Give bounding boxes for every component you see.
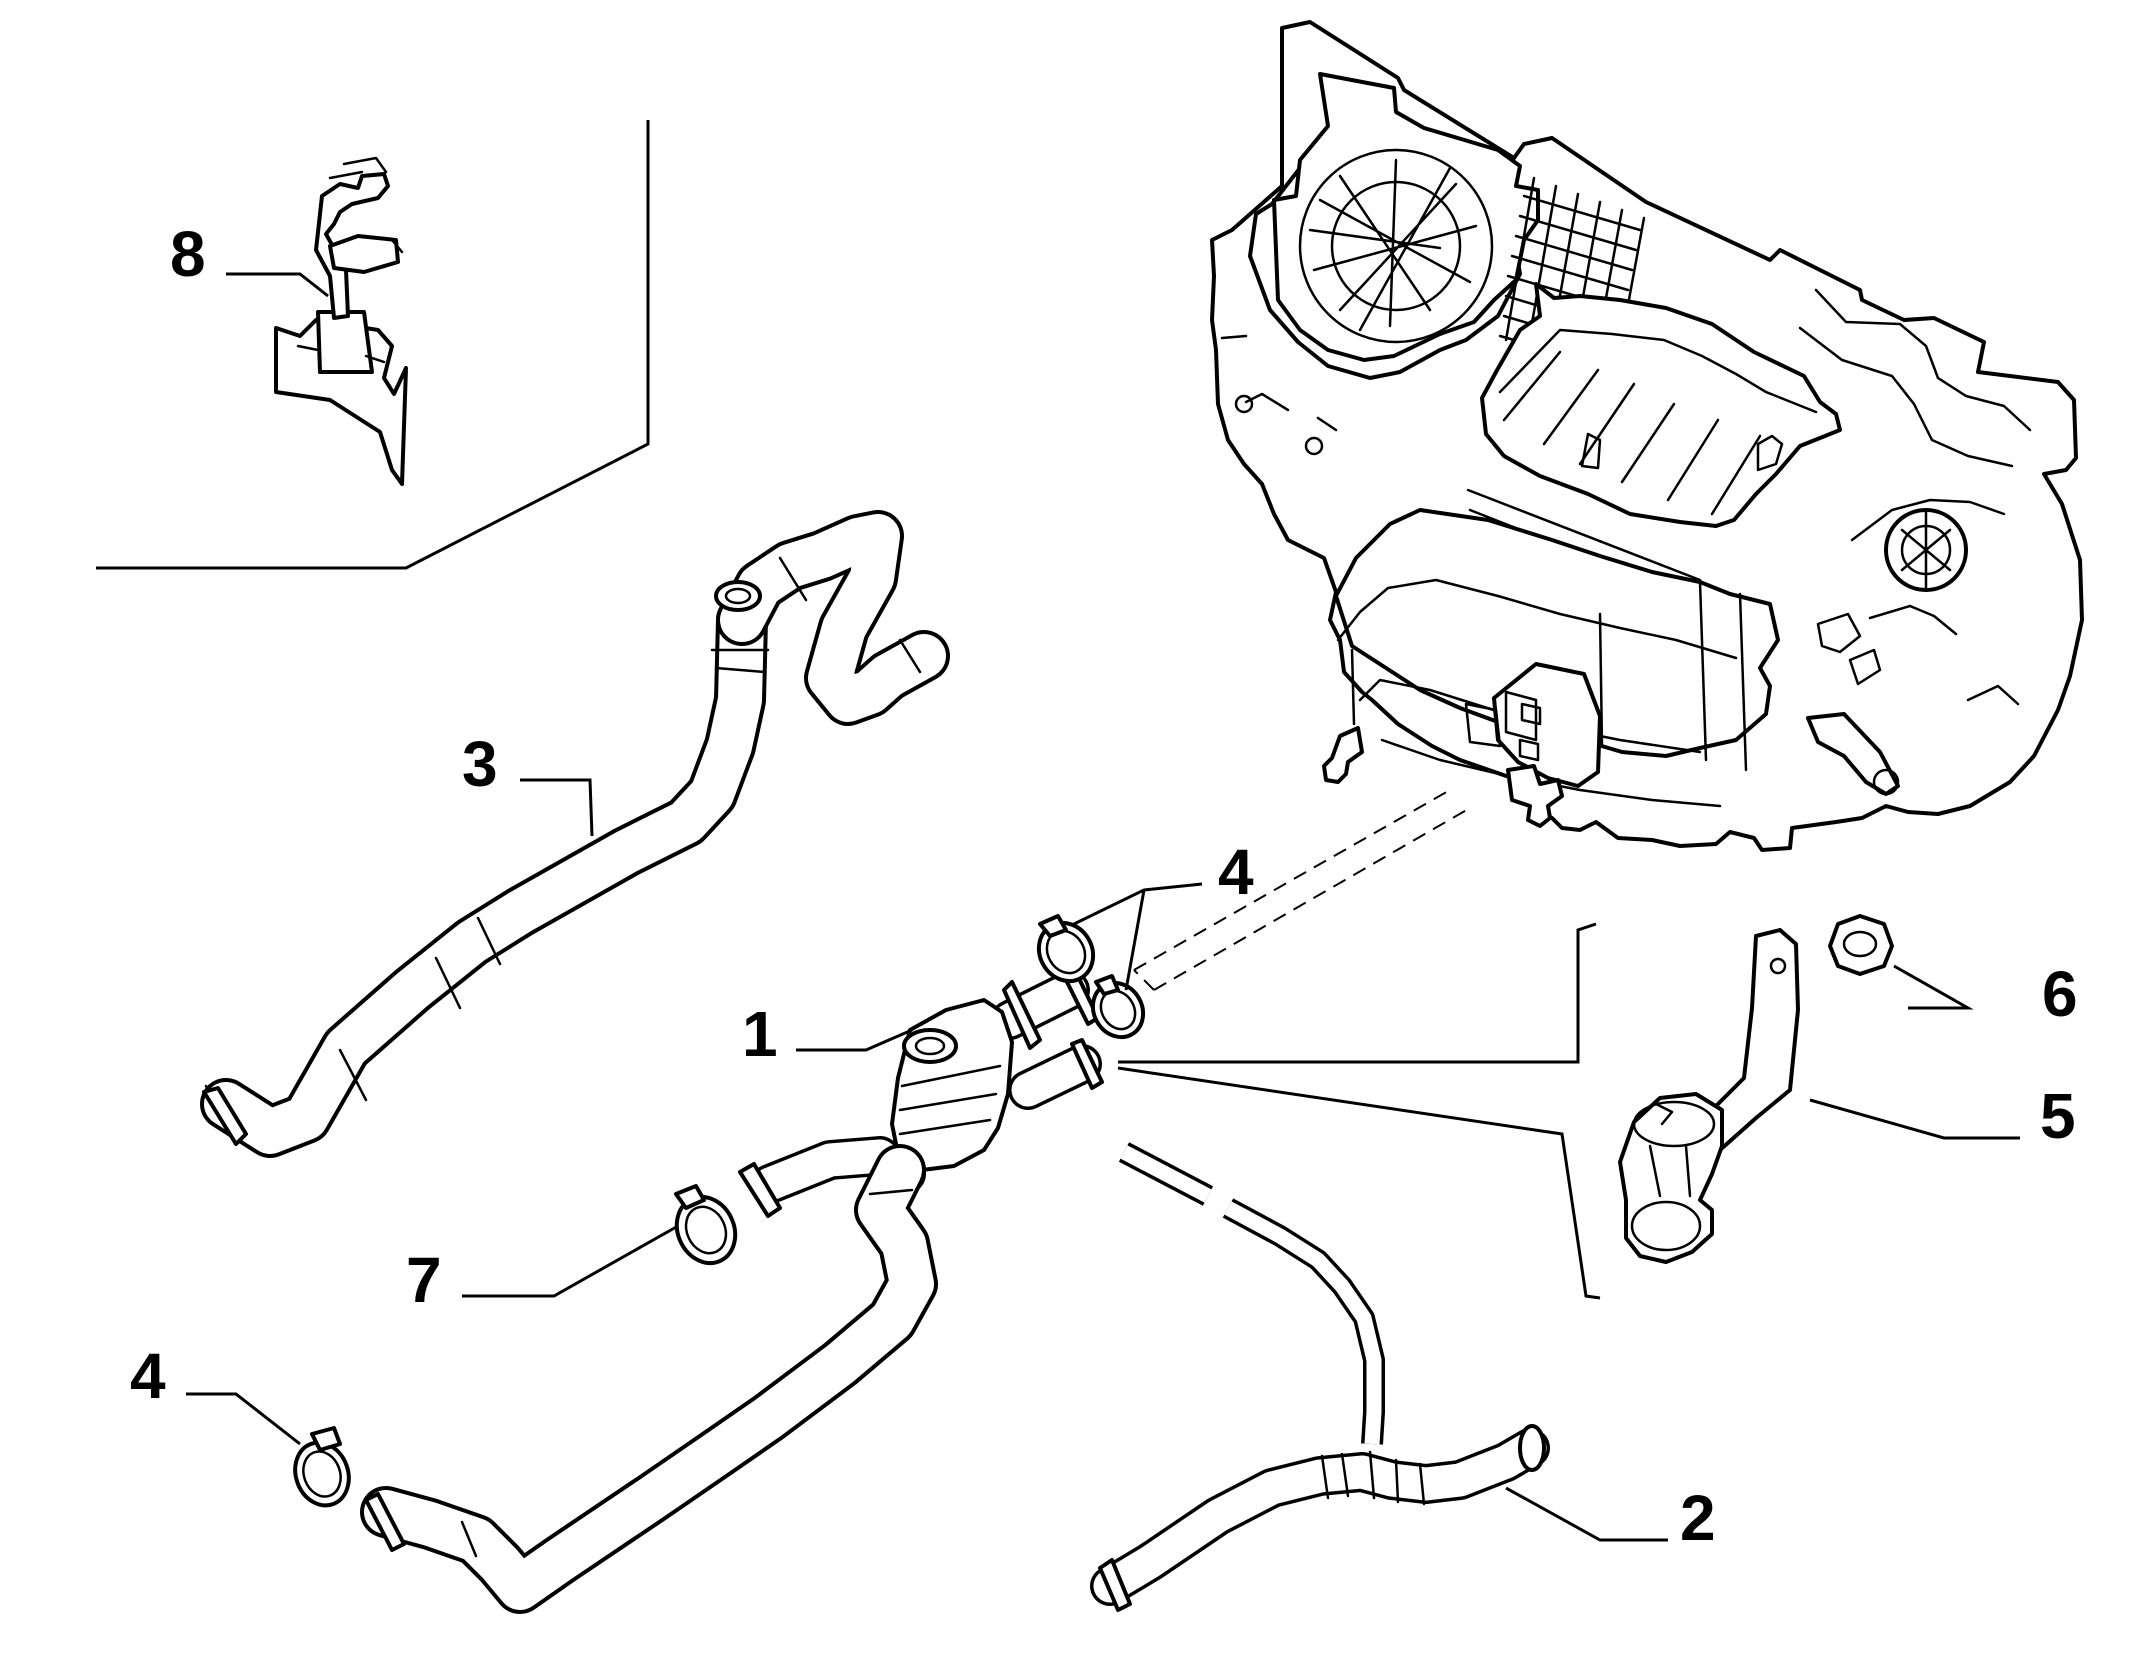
lower-hose (360, 1144, 938, 1614)
callout-2: 2 (1680, 1482, 1716, 1554)
callout-8: 8 (170, 218, 206, 290)
part-4-clamp-top-a (1036, 914, 1096, 984)
part-4-clamp-lower (293, 1426, 351, 1508)
callout-1: 1 (742, 998, 778, 1070)
part-6-nut (1828, 914, 1894, 976)
part-5-bracket (1618, 928, 1800, 1264)
callout-4-lower: 4 (130, 1340, 166, 1412)
callout-6: 6 (2042, 958, 2078, 1030)
callout-4-top: 4 (1218, 836, 1254, 908)
leader-frame-right (1117, 922, 1601, 1300)
dashed-connectors (1133, 789, 1471, 991)
part-3-hose (200, 510, 950, 1158)
callout-5: 5 (2040, 1080, 2076, 1152)
callout-7: 7 (406, 1244, 442, 1316)
part-2-hose (1090, 1142, 1550, 1612)
part-8-clip (274, 156, 408, 486)
callouts: 8 3 4 1 6 5 7 4 2 (130, 218, 2078, 1554)
part-7-clamp (674, 1184, 738, 1266)
part-1-valve (738, 966, 1104, 1218)
callout-3: 3 (462, 728, 498, 800)
hvac-unit (1210, 20, 2084, 852)
inset-frame (96, 120, 650, 570)
leader-lines (186, 272, 2020, 1542)
part-4-clamp-top-b (1090, 974, 1146, 1040)
